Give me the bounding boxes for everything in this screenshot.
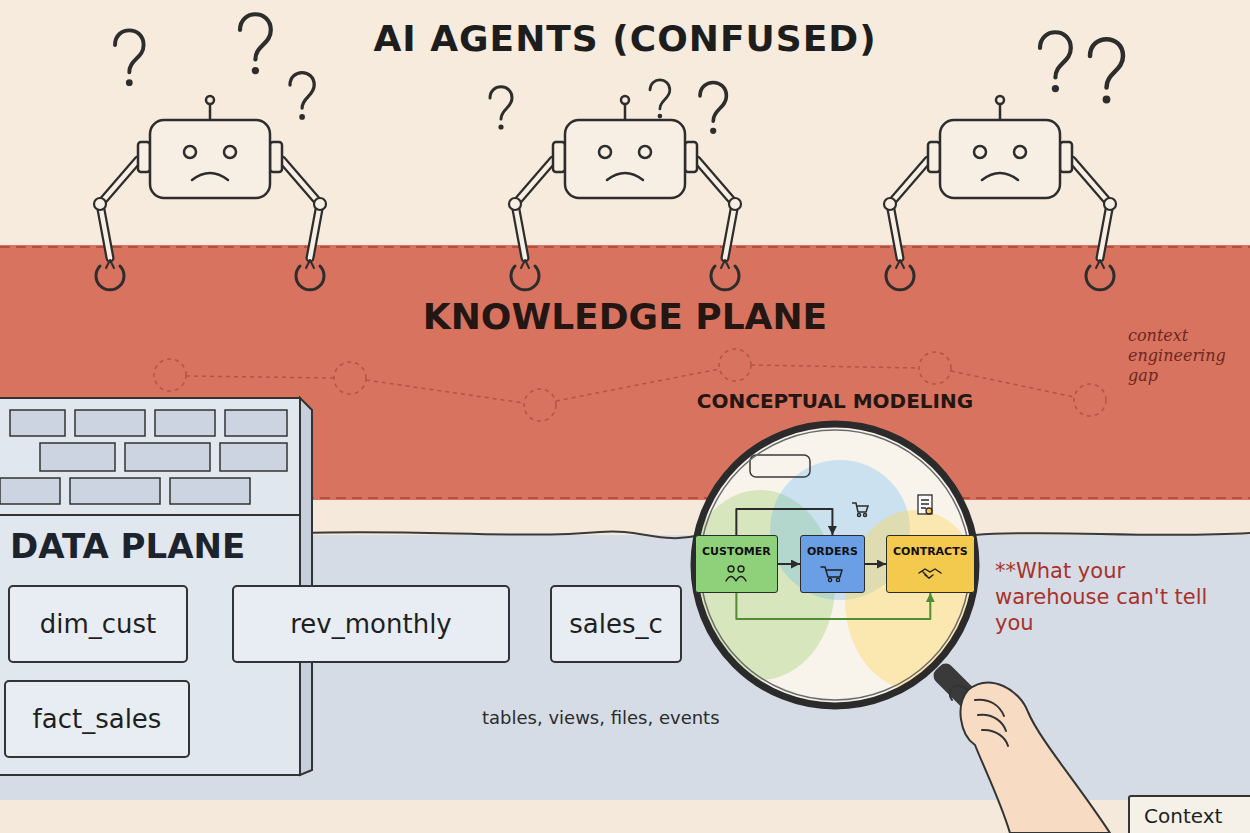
entity-icon [723,563,749,583]
margin-note: context engineering gap [1128,326,1244,386]
entity-box: CUSTOMER [695,535,778,593]
document-sheet [918,495,932,514]
network-dot [919,352,951,384]
robot [94,96,326,290]
hands-icon [919,569,941,578]
cart-wheel [858,514,861,517]
plane-heading: DATA PLANE [10,526,310,567]
drawer [10,410,65,436]
table-box: fact_sales [4,680,190,758]
entity-name: CUSTOMER [702,545,771,559]
connector-arrow [736,509,832,535]
entity-box: ORDERS [800,535,865,593]
question-mark [290,73,314,120]
entity-icon [917,563,943,583]
cabinet-drawers [0,410,287,504]
magnifier-lens: CONCEPTUAL MODELINGCUSTOMERORDERSCONTRAC… [690,420,980,710]
lens-sketch [750,455,810,477]
drawer [125,443,210,471]
entity-name: ORDERS [807,545,858,559]
wash [845,510,985,690]
question-mark [1040,32,1071,92]
drawer [225,410,287,436]
diagram-title: AI AGENTS (CONFUSED) [0,18,1250,60]
table-name: dim_cust [40,608,157,640]
connector-arrow [778,563,800,565]
table-box: rev_monthly [232,585,510,663]
drawer [170,478,250,504]
table-name: rev_monthly [290,608,452,640]
question-mark [240,14,271,74]
entity-box: CONTRACTS [886,535,975,593]
drawer [70,478,160,504]
drawer [40,443,115,471]
entity-name: CONTRACTS [893,545,968,559]
table-box: sales_c [550,585,682,663]
table-box: dim_cust [8,585,188,663]
network-dot [334,362,366,394]
lens-heading: CONCEPTUAL MODELING [675,389,995,413]
robot [884,96,1116,290]
connector-arrow [865,563,886,565]
cart-body [852,503,868,512]
icon-handshake [919,569,941,578]
cart-icon [821,567,842,582]
question-mark [700,83,726,134]
icon-wheel [837,578,840,581]
table-name: fact_sales [33,703,162,735]
icon-head [738,566,744,572]
band-edge [0,246,1250,248]
question-mark [490,87,512,130]
drawer [155,410,215,436]
icon-wheel [829,578,832,581]
document-lines [921,500,929,508]
icon-body [726,577,746,582]
icon-cart [821,567,842,577]
network-dot [154,359,186,391]
hand-fingers [950,686,1008,746]
plane-heading: KNOWLEDGE PLANE [0,295,1250,338]
network-dot [1074,384,1106,416]
document-icon [918,495,932,514]
document-seal [926,508,932,514]
people-icon [726,566,746,581]
network-dot [719,349,751,381]
question-mark [115,30,144,86]
cabinet-rim [0,514,300,516]
hand [950,683,1110,833]
drawer [0,478,60,504]
knowledge-band-fill [0,245,1250,500]
lens-glass [694,424,976,706]
lens-ring [694,424,976,706]
callout-note: **What your warehouse can't tell you [995,558,1243,636]
network-dot [524,389,556,421]
context-box: Context [1128,795,1250,833]
drawer [75,410,145,436]
caption-note: tables, views, files, events [482,706,720,729]
robot [509,96,741,290]
cart-icon [852,503,868,517]
table-name: sales_c [569,608,663,640]
hand-palm [961,683,1110,833]
entity-icon [819,563,845,583]
connector-arrow [736,593,930,619]
knowledge-plane-band: KNOWLEDGE PLANE [0,245,1250,500]
question-mark [650,80,670,119]
cart-wheel [864,514,867,517]
box-label: Context [1144,803,1250,829]
drawer [220,443,287,471]
question-mark [1090,39,1123,103]
icon-head [728,566,734,572]
